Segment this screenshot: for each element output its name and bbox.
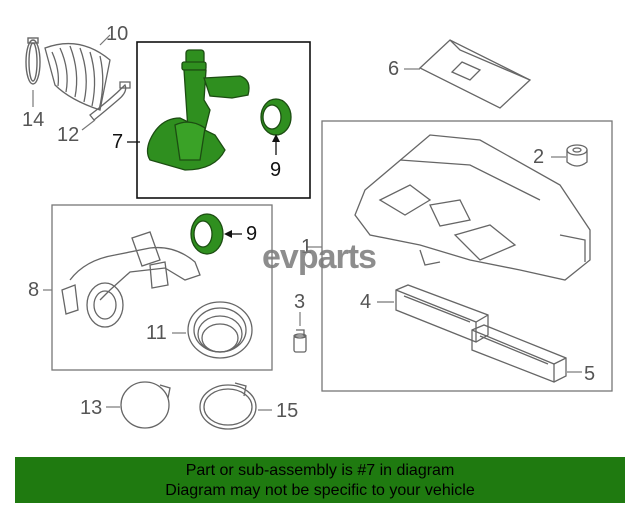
duct-assembly-part-8 [61,231,201,328]
intake-duct-part-7 [146,49,250,171]
callout-1: 1 [301,236,313,258]
callout-12: 12 [57,124,80,146]
bellows-hose-part-10 [44,42,111,111]
arrow-9-middle [224,230,232,238]
clamp-part-12 [89,81,131,121]
pad-part-6 [418,39,532,109]
leader-12 [81,119,96,131]
info-banner: Part or sub-assembly is #7 in diagram Di… [15,457,625,503]
callout-8: 8 [28,279,40,301]
callout-6: 6 [388,58,400,80]
group-box-part-8 [51,204,273,371]
callout-14: 14 [22,109,45,131]
leader-10 [99,34,111,46]
callout-4: 4 [360,291,372,313]
seal-ring-part-9-middle [190,213,224,255]
clamp-part-14 [25,37,41,85]
highlight-box-part-7 [136,41,311,199]
seal-ring-part-9-top [260,98,292,136]
group-box-part-1 [321,120,613,392]
gasket-part-13 [120,381,171,429]
callout-10: 10 [106,23,129,45]
filter-part-4 [395,284,489,343]
callout-9-middle: 9 [246,223,258,245]
banner-line-2: Diagram may not be specific to your vehi… [165,482,475,499]
callout-9-top: 9 [270,159,282,181]
gasket-part-15 [199,382,257,430]
callout-13: 13 [80,397,103,419]
banner-line-1: Part or sub-assembly is #7 in diagram [185,462,455,479]
bolt-part-3 [293,329,307,353]
callout-3: 3 [294,291,306,313]
grommet-part-2 [566,144,588,167]
air-cleaner-housing-part-1 [354,134,591,281]
callout-7: 7 [112,131,124,153]
callout-15: 15 [276,400,299,422]
filter-part-5 [471,324,567,383]
watermark-logo: evparts [262,238,377,276]
callout-5: 5 [584,363,596,385]
callout-2: 2 [533,146,545,168]
arrow-9-top [272,134,280,142]
hose-ring-part-11 [187,301,253,359]
callout-11: 11 [146,322,167,344]
